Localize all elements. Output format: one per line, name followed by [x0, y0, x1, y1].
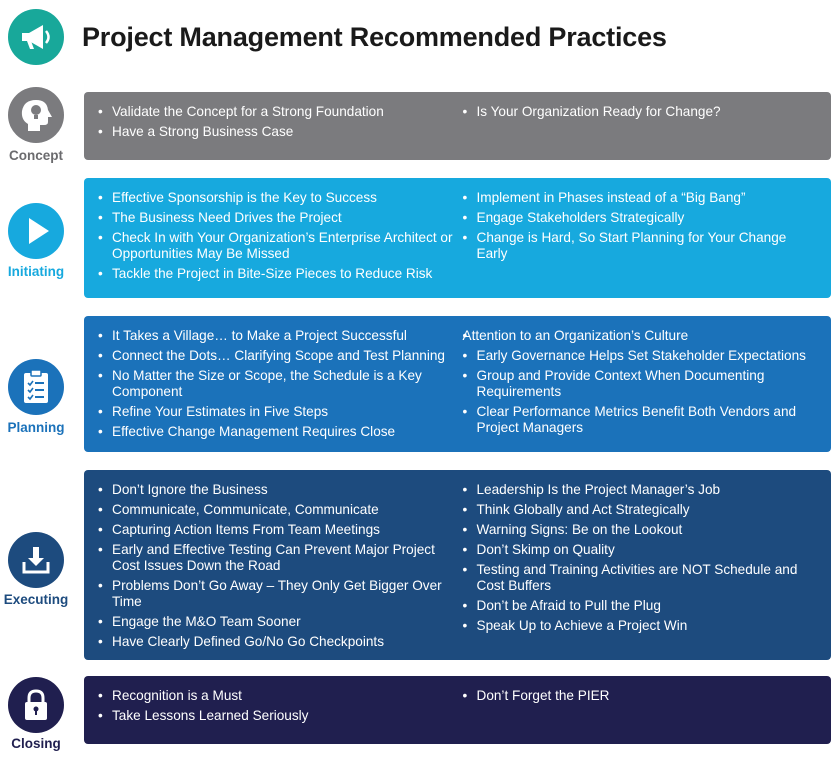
play-icon [8, 203, 64, 259]
megaphone-icon [8, 9, 64, 65]
download-tray-icon [8, 532, 64, 588]
concept-right-list: Is Your Organization Ready for Change? [457, 104, 822, 160]
planning-left-list: It Takes a Village… to Make a Project Su… [98, 328, 457, 452]
list-item: Think Globally and Act Strategically [463, 502, 822, 518]
panel-concept: Validate the Concept for a Strong Founda… [84, 92, 831, 160]
list-item: Speak Up to Achieve a Project Win [463, 618, 822, 634]
list-item: Recognition is a Must [98, 688, 457, 704]
list-item: Don’t Forget the PIER [463, 688, 822, 704]
list-item: Take Lessons Learned Seriously [98, 708, 457, 724]
list-item: Don’t Skimp on Quality [463, 542, 822, 558]
page-header: Project Management Recommended Practices [8, 6, 667, 68]
list-item: Check In with Your Organization’s Enterp… [98, 230, 457, 262]
list-item: No Matter the Size or Scope, the Schedul… [98, 368, 457, 400]
closing-right-list: Don’t Forget the PIER [457, 688, 822, 744]
list-item: Validate the Concept for a Strong Founda… [98, 104, 457, 120]
list-item: Problems Don’t Go Away – They Only Get B… [98, 578, 457, 610]
padlock-icon [8, 677, 64, 733]
list-item: Attention to an Organization’s Culture [463, 328, 822, 344]
list-item: Clear Performance Metrics Benefit Both V… [463, 404, 822, 436]
panel-executing: Don’t Ignore the Business Communicate, C… [84, 470, 831, 660]
list-item: Have a Strong Business Case [98, 124, 457, 140]
list-item: Group and Provide Context When Documenti… [463, 368, 822, 400]
initiating-left-list: Effective Sponsorship is the Key to Succ… [98, 190, 457, 298]
list-item: Communicate, Communicate, Communicate [98, 502, 457, 518]
phase-label-concept: Concept [9, 148, 63, 163]
list-item: Have Clearly Defined Go/No Go Checkpoint… [98, 634, 457, 650]
list-item: Implement in Phases instead of a “Big Ba… [463, 190, 822, 206]
list-item: The Business Need Drives the Project [98, 210, 457, 226]
list-item: Is Your Organization Ready for Change? [463, 104, 822, 120]
list-item: Tackle the Project in Bite-Size Pieces t… [98, 266, 457, 282]
phase-label-initiating: Initiating [7, 264, 65, 279]
executing-left-list: Don’t Ignore the Business Communicate, C… [98, 482, 457, 660]
list-item: Engage Stakeholders Strategically [463, 210, 822, 226]
executing-right-list: Leadership Is the Project Manager’s Job … [457, 482, 822, 660]
head-lightbulb-icon [8, 87, 64, 143]
initiating-right-list: Implement in Phases instead of a “Big Ba… [457, 190, 822, 298]
panel-initiating: Effective Sponsorship is the Key to Succ… [84, 178, 831, 298]
list-item: Don’t Ignore the Business [98, 482, 457, 498]
closing-left-list: Recognition is a Must Take Lessons Learn… [98, 688, 457, 744]
list-item: Warning Signs: Be on the Lookout [463, 522, 822, 538]
list-item: Capturing Action Items From Team Meeting… [98, 522, 457, 538]
list-item: Effective Sponsorship is the Key to Succ… [98, 190, 457, 206]
list-item: Change is Hard, So Start Planning for Yo… [463, 230, 822, 262]
list-item: Don’t be Afraid to Pull the Plug [463, 598, 822, 614]
concept-left-list: Validate the Concept for a Strong Founda… [98, 104, 457, 160]
list-item: Early Governance Helps Set Stakeholder E… [463, 348, 822, 364]
phase-label-executing: Executing [3, 592, 69, 607]
clipboard-checklist-icon [8, 359, 64, 415]
phase-label-closing: Closing [11, 736, 61, 751]
panel-planning: It Takes a Village… to Make a Project Su… [84, 316, 831, 452]
phase-label-planning: Planning [7, 420, 65, 435]
panel-closing: Recognition is a Must Take Lessons Learn… [84, 676, 831, 744]
planning-right-list: Attention to an Organization’s Culture E… [457, 328, 822, 452]
list-item: Effective Change Management Requires Clo… [98, 424, 457, 440]
list-item: Early and Effective Testing Can Prevent … [98, 542, 457, 574]
page-title: Project Management Recommended Practices [82, 21, 667, 52]
list-item: Testing and Training Activities are NOT … [463, 562, 822, 594]
list-item: Engage the M&O Team Sooner [98, 614, 457, 630]
list-item: It Takes a Village… to Make a Project Su… [98, 328, 457, 344]
list-item: Connect the Dots… Clarifying Scope and T… [98, 348, 457, 364]
list-item: Leadership Is the Project Manager’s Job [463, 482, 822, 498]
list-item: Refine Your Estimates in Five Steps [98, 404, 457, 420]
